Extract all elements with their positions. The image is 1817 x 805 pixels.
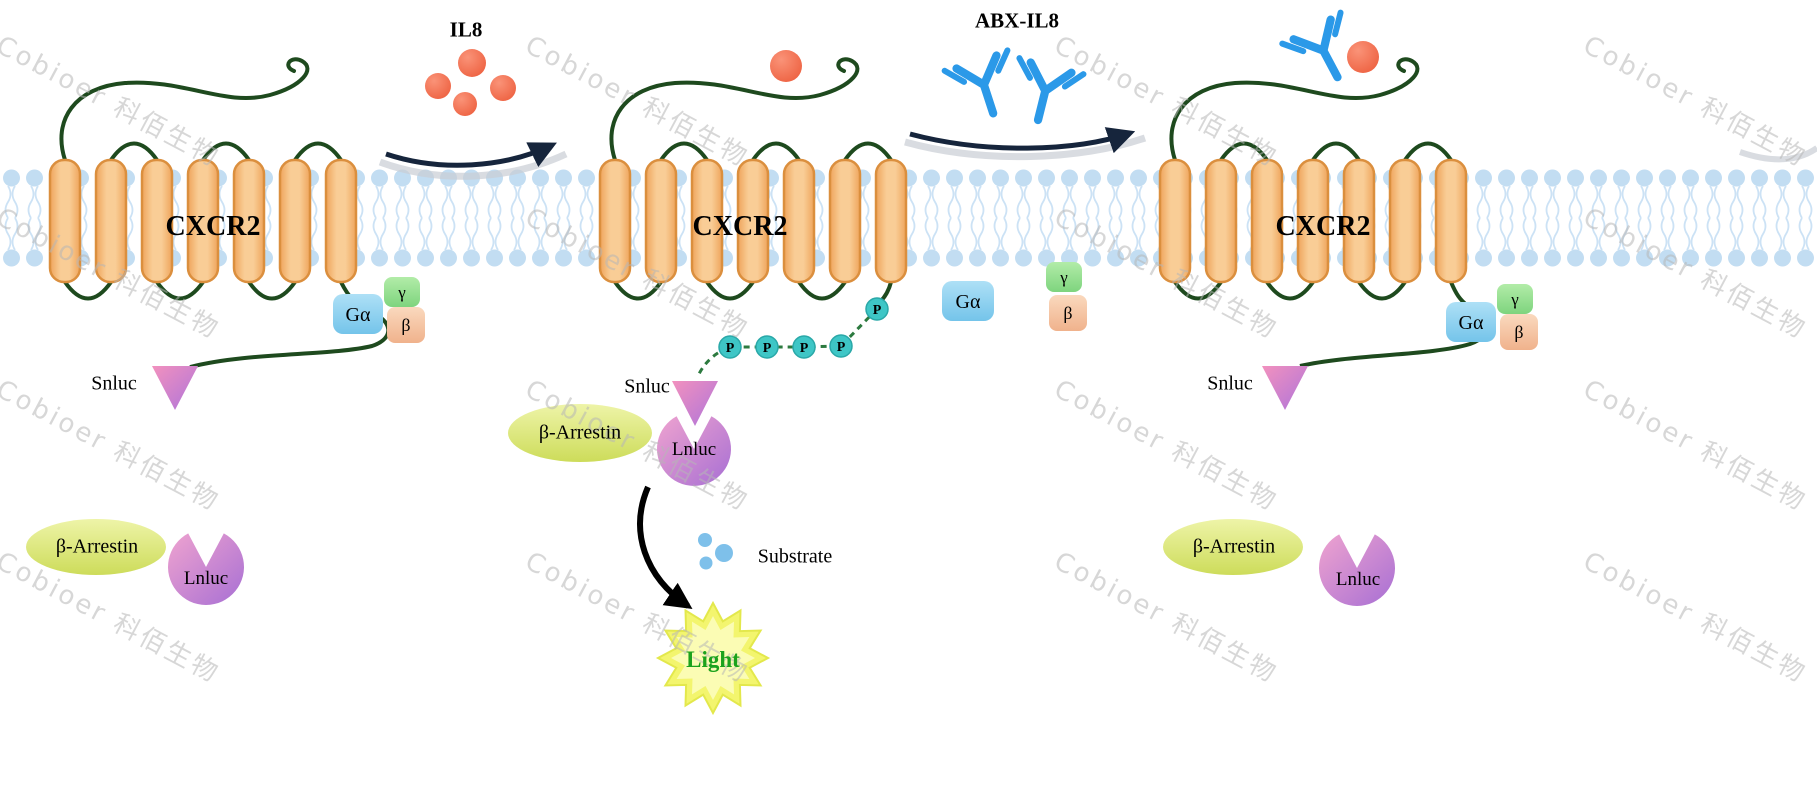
receptor-label-middle: CXCR2: [692, 211, 788, 242]
g-gamma-right: [1497, 284, 1533, 314]
beta-arrestin-middle: [508, 404, 652, 462]
il8-molecule: [425, 73, 451, 99]
il8-neutralized-ligand: [1347, 41, 1379, 73]
snluc-label-right: Snluc: [1207, 372, 1253, 395]
il8-molecule: [453, 92, 477, 116]
phospho-label: P: [800, 341, 809, 356]
snluc-tag-left: [152, 366, 198, 410]
g-gamma-label-left: γ: [397, 283, 406, 302]
g-alpha-label-right: Gα: [1459, 312, 1484, 334]
inhibition-arrow: [909, 127, 1136, 154]
beta-arrestin-label-left: β-Arrestin: [55, 535, 139, 558]
g-beta-left: [387, 307, 425, 343]
light-burst-inner: [671, 616, 755, 700]
abx-il8-antibody: [945, 50, 1025, 123]
g-beta-label-free: β: [1063, 303, 1072, 323]
phospho-label: P: [763, 341, 772, 356]
g-beta-label-left: β: [401, 315, 410, 335]
cell-membrane: [0, 166, 1817, 270]
snluc-tag-right: [1262, 366, 1308, 410]
g-alpha-right: [1446, 302, 1496, 342]
receptor-label-left: CXCR2: [165, 211, 261, 242]
phospho-site: [829, 334, 853, 358]
g-alpha-free: [942, 281, 994, 321]
lnluc-fragment-right: [1318, 534, 1395, 606]
beta-arrestin-label-right: β-Arrestin: [1192, 535, 1276, 558]
snluc-label-middle: Snluc: [624, 375, 670, 398]
g-beta-right: [1500, 314, 1538, 350]
beta-arrestin-label-middle: β-Arrestin: [538, 421, 622, 444]
cxcr2-receptor-right: [1158, 57, 1468, 301]
lnluc-label-middle: Lnluc: [671, 439, 717, 460]
substrate-dot: [698, 533, 712, 547]
cxcr2-receptor-middle: [598, 57, 908, 301]
lnluc-label-right: Lnluc: [1335, 569, 1381, 590]
substrate-dot: [699, 556, 713, 570]
g-alpha-label-free: Gα: [956, 291, 981, 313]
phosphorylation-sites: P P P P P: [718, 297, 889, 359]
light-label: Light: [686, 647, 740, 672]
il8-bound-ligand: [770, 50, 802, 82]
g-gamma-label-right: γ: [1510, 290, 1519, 309]
snluc-label-left: Snluc: [91, 372, 137, 395]
il8-cluster: [425, 49, 516, 116]
abx-il8-antibody: [1006, 58, 1083, 128]
lnluc-fragment-middle: [657, 416, 731, 486]
il8-molecule: [490, 75, 516, 101]
lnluc-fragment-left: [168, 533, 244, 605]
snluc-tag-middle: [672, 381, 718, 426]
abx-il8-label: ABX-IL8: [974, 8, 1060, 33]
g-beta-label-right: β: [1514, 322, 1523, 342]
receptor-label-right: CXCR2: [1275, 211, 1371, 242]
g-gamma-free: [1046, 262, 1082, 292]
beta-arrestin-right: [1163, 519, 1303, 575]
phospho-label: P: [873, 303, 882, 318]
shadow-swoosh: [1739, 145, 1817, 163]
substrate-molecules: [698, 533, 733, 570]
substrate-dot: [715, 544, 733, 562]
phospho-site: [865, 297, 889, 321]
activation-arrow: [385, 142, 557, 168]
g-gamma-label-free: γ: [1059, 268, 1068, 287]
phospho-label: P: [837, 340, 846, 355]
signal-arrow: [637, 485, 693, 610]
g-alpha-label-left: Gα: [346, 304, 371, 326]
g-gamma-left: [384, 277, 420, 307]
cxcr2-receptor-left: [48, 57, 358, 301]
phospho-site: [718, 335, 742, 359]
phospho-site: [755, 335, 779, 359]
lnluc-label-left: Lnluc: [183, 568, 229, 589]
il8-label: IL8: [449, 17, 483, 42]
il8-molecule: [458, 49, 486, 77]
phospho-linker: [697, 307, 879, 375]
phospho-site: [792, 335, 816, 359]
beta-arrestin-left: [26, 519, 166, 575]
substrate-label: Substrate: [757, 545, 833, 568]
g-beta-free: [1049, 295, 1087, 331]
g-alpha-left: [333, 294, 383, 334]
phospho-label: P: [726, 341, 735, 356]
